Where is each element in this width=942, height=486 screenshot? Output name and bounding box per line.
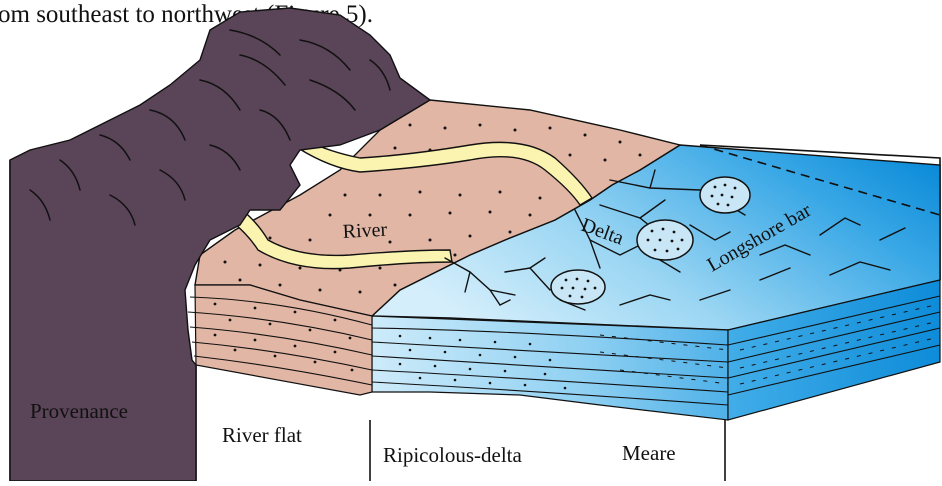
zone-label-river-flat: River flat: [222, 423, 302, 447]
longshore-bar-oval-3: [551, 270, 605, 304]
zone-label-meare: Meare: [622, 441, 676, 465]
longshore-bar-oval-1: [700, 177, 750, 213]
zone-label-provenance: Provenance: [30, 399, 128, 423]
front-water-face: [372, 316, 728, 420]
longshore-bar-oval-2: [637, 220, 693, 260]
zone-label-ripicolous-delta: Ripicolous-delta: [383, 443, 522, 467]
river-label: River: [342, 219, 388, 243]
